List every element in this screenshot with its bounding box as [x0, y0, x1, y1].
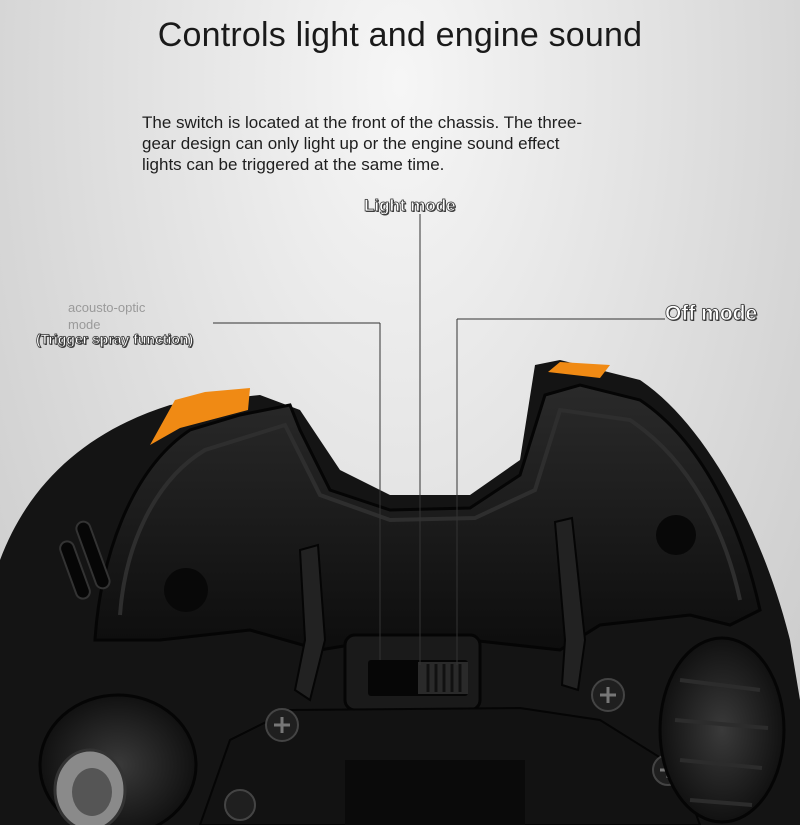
acousto-mode-label: mode	[68, 317, 101, 332]
page-title: Controls light and engine sound	[157, 16, 643, 54]
right-reflector	[548, 362, 610, 378]
light-mode-label: Light mode	[364, 196, 456, 216]
description-line: lights can be triggered at the same time…	[142, 155, 445, 174]
callout-lines	[213, 214, 665, 665]
right-wheel	[658, 636, 786, 824]
left-mount-hole	[164, 568, 208, 612]
left-reflector	[150, 388, 250, 445]
right-mount-hole	[656, 515, 696, 555]
trigger-spray-label: (Trigger spray function)	[36, 331, 194, 348]
description-line: gear design can only light up or the eng…	[142, 134, 560, 153]
slide-switch	[418, 662, 468, 694]
left-wheel	[38, 693, 198, 825]
description: The switch is located at the front of th…	[142, 112, 662, 175]
side-vents	[59, 520, 111, 600]
off-mode-label: Off mode	[665, 302, 758, 326]
acousto-optic-label: acousto-optic	[68, 300, 146, 315]
description-line: The switch is located at the front of th…	[142, 113, 583, 132]
